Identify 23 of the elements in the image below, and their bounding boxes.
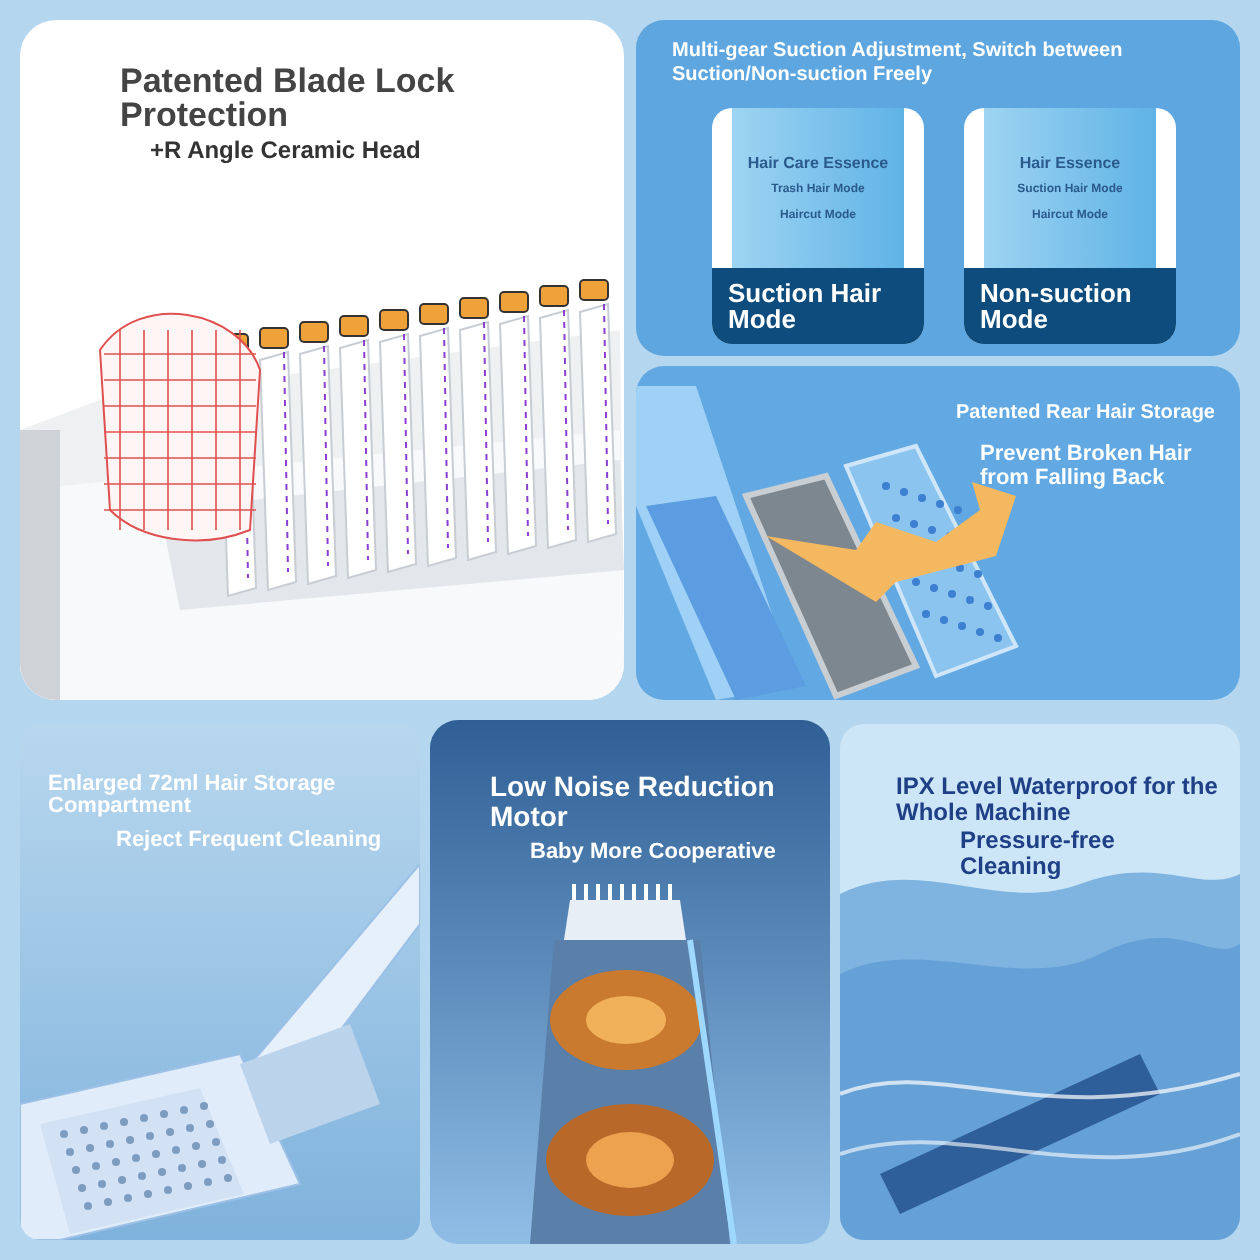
feature-heading: Multi-gear Suction Adjustment, Switch between Suction/Non-suction Freely: [672, 40, 1125, 88]
feature-panel: [20, 20, 624, 700]
feature-panel: [20, 724, 420, 1240]
mode-label: Hair Essence: [1019, 153, 1121, 171]
feature-subheading: Pressure-free Cleaning: [960, 828, 1117, 880]
feature-panel: [840, 724, 1240, 1240]
feature-subheading: Reject Frequent Cleaning: [116, 826, 384, 856]
feature-heading: Patented Rear Hair Storage: [956, 400, 1217, 428]
feature-subheading: +R Angle Ceramic Head: [150, 134, 421, 168]
mode-title: Suction Hair Mode: [728, 280, 884, 332]
mode-title: Non-suction Mode: [980, 280, 1134, 332]
feature-subheading: Baby More Cooperative: [530, 838, 778, 868]
mode-card: [964, 108, 1176, 344]
feature-panel: [636, 20, 1240, 356]
feature-heading: Low Noise Reduction Motor: [490, 772, 777, 832]
feature-heading: Patented Blade Lock Protection: [120, 64, 457, 132]
feature-heading: Enlarged 72ml Hair Storage Compartment: [48, 774, 338, 818]
mode-label: Hair Care Essence: [747, 153, 889, 171]
feature-panel: [636, 366, 1240, 700]
feature-panel: [430, 720, 830, 1244]
feature-heading: IPX Level Waterproof for the Whole Machine: [896, 774, 1220, 826]
feature-subheading: Prevent Broken Hair from Falling Back: [980, 442, 1194, 490]
mode-card: [712, 108, 924, 344]
